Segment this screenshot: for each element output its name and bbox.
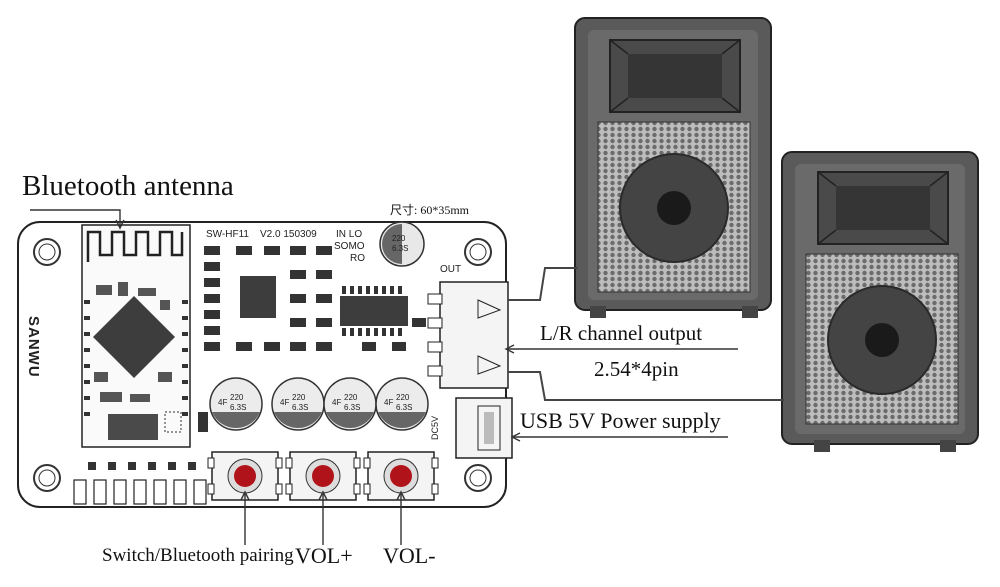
usb-connector — [455, 397, 513, 459]
mounting-hole — [33, 238, 61, 266]
cap1-mark: 4F — [218, 398, 228, 407]
cap4-value: 220 — [396, 393, 410, 402]
lr-channel-output-label: L/R channel output — [540, 321, 703, 345]
speaker-left — [574, 17, 772, 318]
usb-power-supply-label: USB 5V Power supply — [520, 408, 721, 433]
cap1-value: 220 — [230, 393, 244, 402]
vol-plus-label: VOL+ — [295, 543, 353, 568]
pointer-lines — [30, 209, 738, 545]
bluetooth-module — [81, 224, 191, 448]
small-cap-value: 220 — [392, 234, 406, 243]
electrolytic-capacitor — [375, 377, 429, 431]
electrolytic-capacitor — [209, 377, 263, 431]
board-in-lo-text: IN LO — [336, 229, 363, 240]
cap2-value: 220 — [292, 393, 306, 402]
board-out-text: OUT — [440, 264, 462, 275]
electrolytic-capacitor — [271, 377, 325, 431]
board-version-text: V2.0 150309 — [260, 229, 317, 240]
board-size-label: 尺寸: 60*35mm — [390, 203, 470, 217]
speaker-right — [781, 151, 979, 452]
antenna-trace — [86, 230, 184, 262]
brand-logo-text: SANWU — [25, 316, 42, 378]
pin-spec-label: 2.54*4pin — [594, 357, 679, 381]
ic-chip — [240, 276, 276, 318]
wires — [508, 267, 784, 401]
cap2-voltage: 6.3S — [292, 403, 309, 412]
vol-plus-button-body — [285, 451, 361, 501]
amplifier-ic — [340, 286, 408, 336]
cap3-voltage: 6.3S — [344, 403, 361, 412]
cap2-mark: 4F — [280, 398, 290, 407]
bluetooth-antenna-label: Bluetooth antenna — [22, 170, 234, 202]
mounting-hole — [464, 464, 492, 492]
cap3-mark: 4F — [332, 398, 342, 407]
board-somo-text: SOMO — [334, 241, 365, 252]
mounting-hole — [33, 464, 61, 492]
switch-pairing-label: Switch/Bluetooth pairing — [102, 545, 294, 566]
output-header-connector — [427, 281, 509, 389]
vol-minus-label: VOL- — [383, 543, 436, 568]
board-dc5v-text: DC5V — [430, 415, 440, 440]
small-capacitor — [379, 221, 425, 267]
cap3-value: 220 — [344, 393, 358, 402]
edge-pads — [73, 462, 207, 505]
cap4-mark: 4F — [384, 398, 394, 407]
cap4-voltage: 6.3S — [396, 403, 413, 412]
cap1-voltage: 6.3S — [230, 403, 247, 412]
board-ro-text: RO — [350, 253, 365, 264]
mounting-hole — [464, 238, 492, 266]
board-model-text: SW-HF11 — [206, 229, 249, 240]
electrolytic-capacitor — [323, 377, 377, 431]
small-cap-voltage: 6.3S — [392, 244, 409, 253]
